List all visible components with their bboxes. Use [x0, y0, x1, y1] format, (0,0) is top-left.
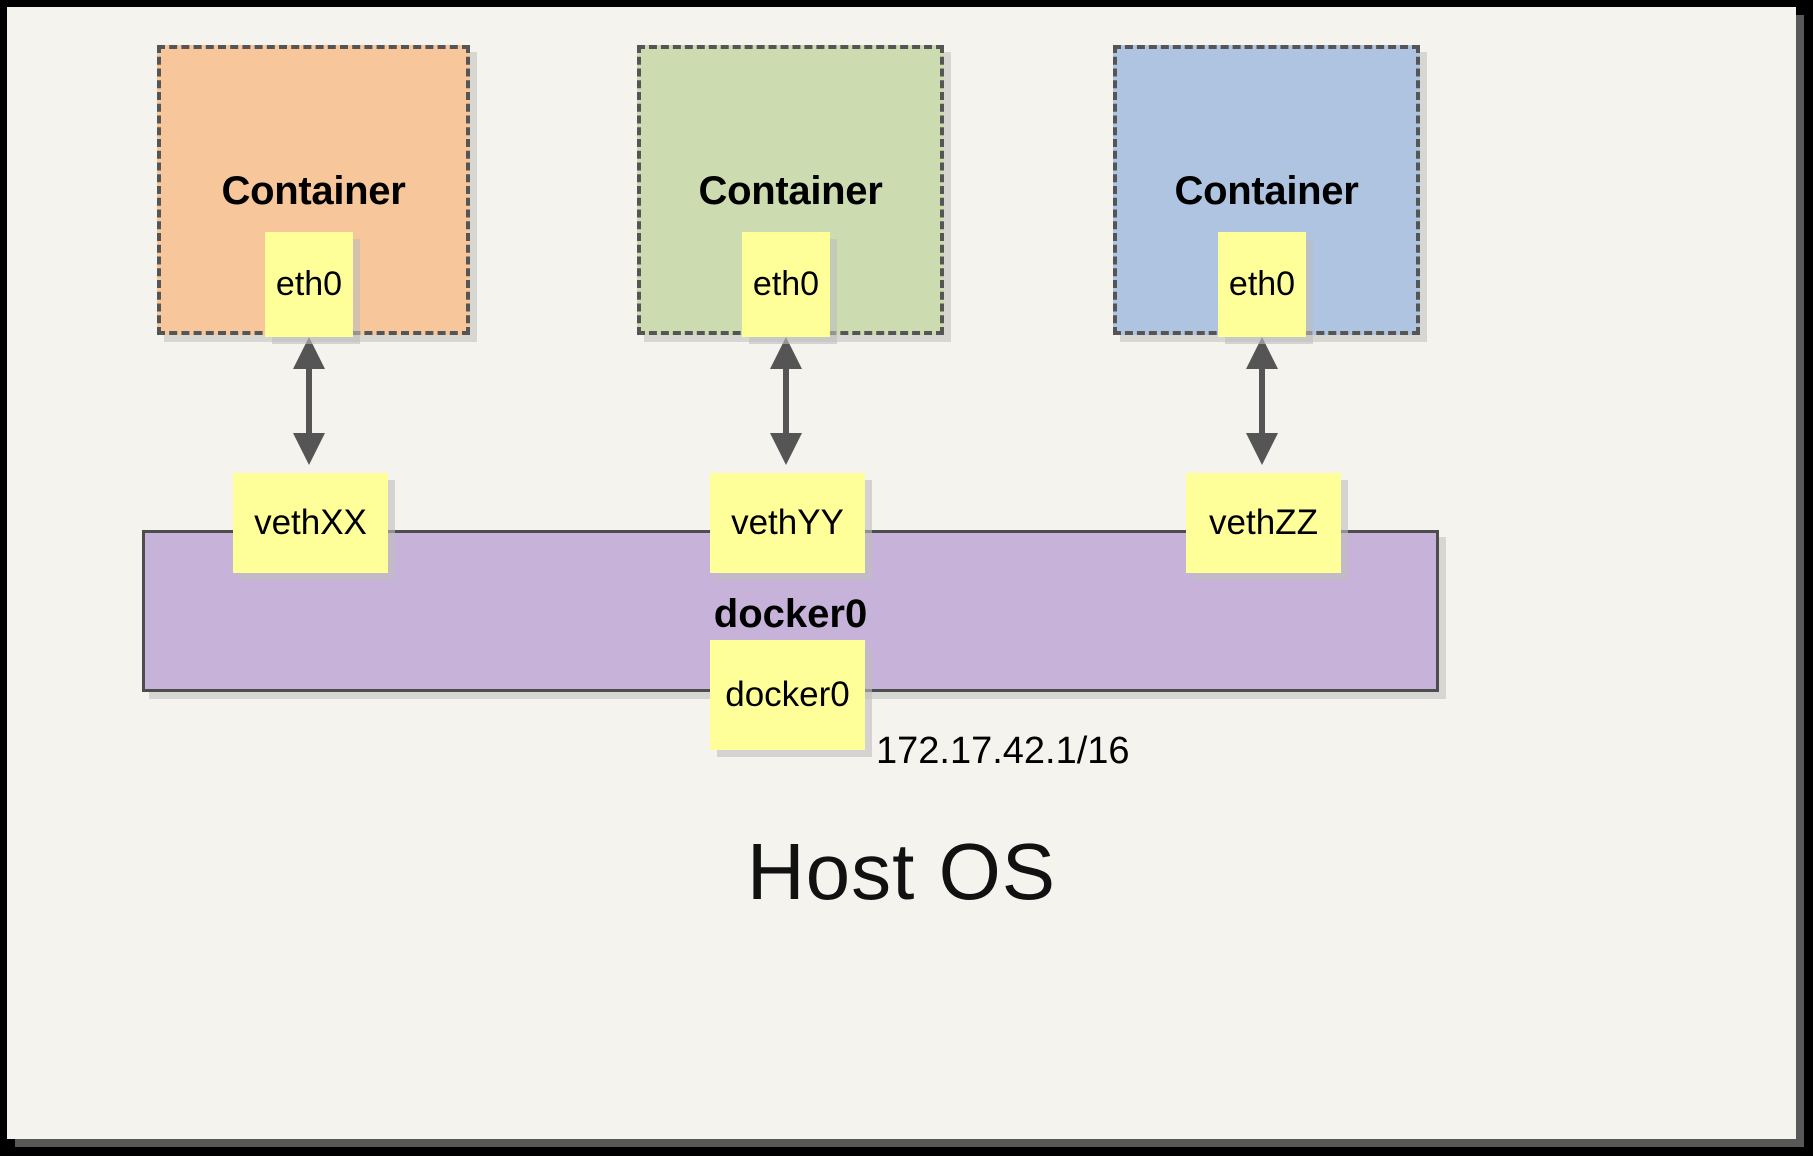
veth-endpoint-vethxx[interactable]: vethXX	[233, 473, 388, 573]
veth-endpoint-vethyy[interactable]: vethYY	[710, 473, 865, 573]
docker0-port-box[interactable]: docker0	[710, 640, 865, 750]
veth-link-arrow-1	[293, 337, 325, 465]
docker0-ip-address: 172.17.42.1/16	[876, 730, 1130, 772]
container-title-1: Container	[221, 169, 406, 213]
container-1-eth0-interface[interactable]: eth0	[265, 232, 353, 337]
docker0-bridge-title: docker0	[713, 592, 868, 636]
container-3-eth0-interface[interactable]: eth0	[1218, 232, 1306, 337]
container-2-eth0-interface[interactable]: eth0	[742, 232, 830, 337]
container-title-3: Container	[1174, 169, 1359, 213]
veth-endpoint-vethzz[interactable]: vethZZ	[1186, 473, 1341, 573]
veth-link-arrow-2	[770, 337, 802, 465]
container-title-2: Container	[698, 169, 883, 213]
diagram-page: docker0 Container eth0 Container eth0 Co…	[7, 7, 1796, 1139]
veth-link-arrow-3	[1246, 337, 1278, 465]
host-os-label: Host OS	[746, 827, 1057, 916]
